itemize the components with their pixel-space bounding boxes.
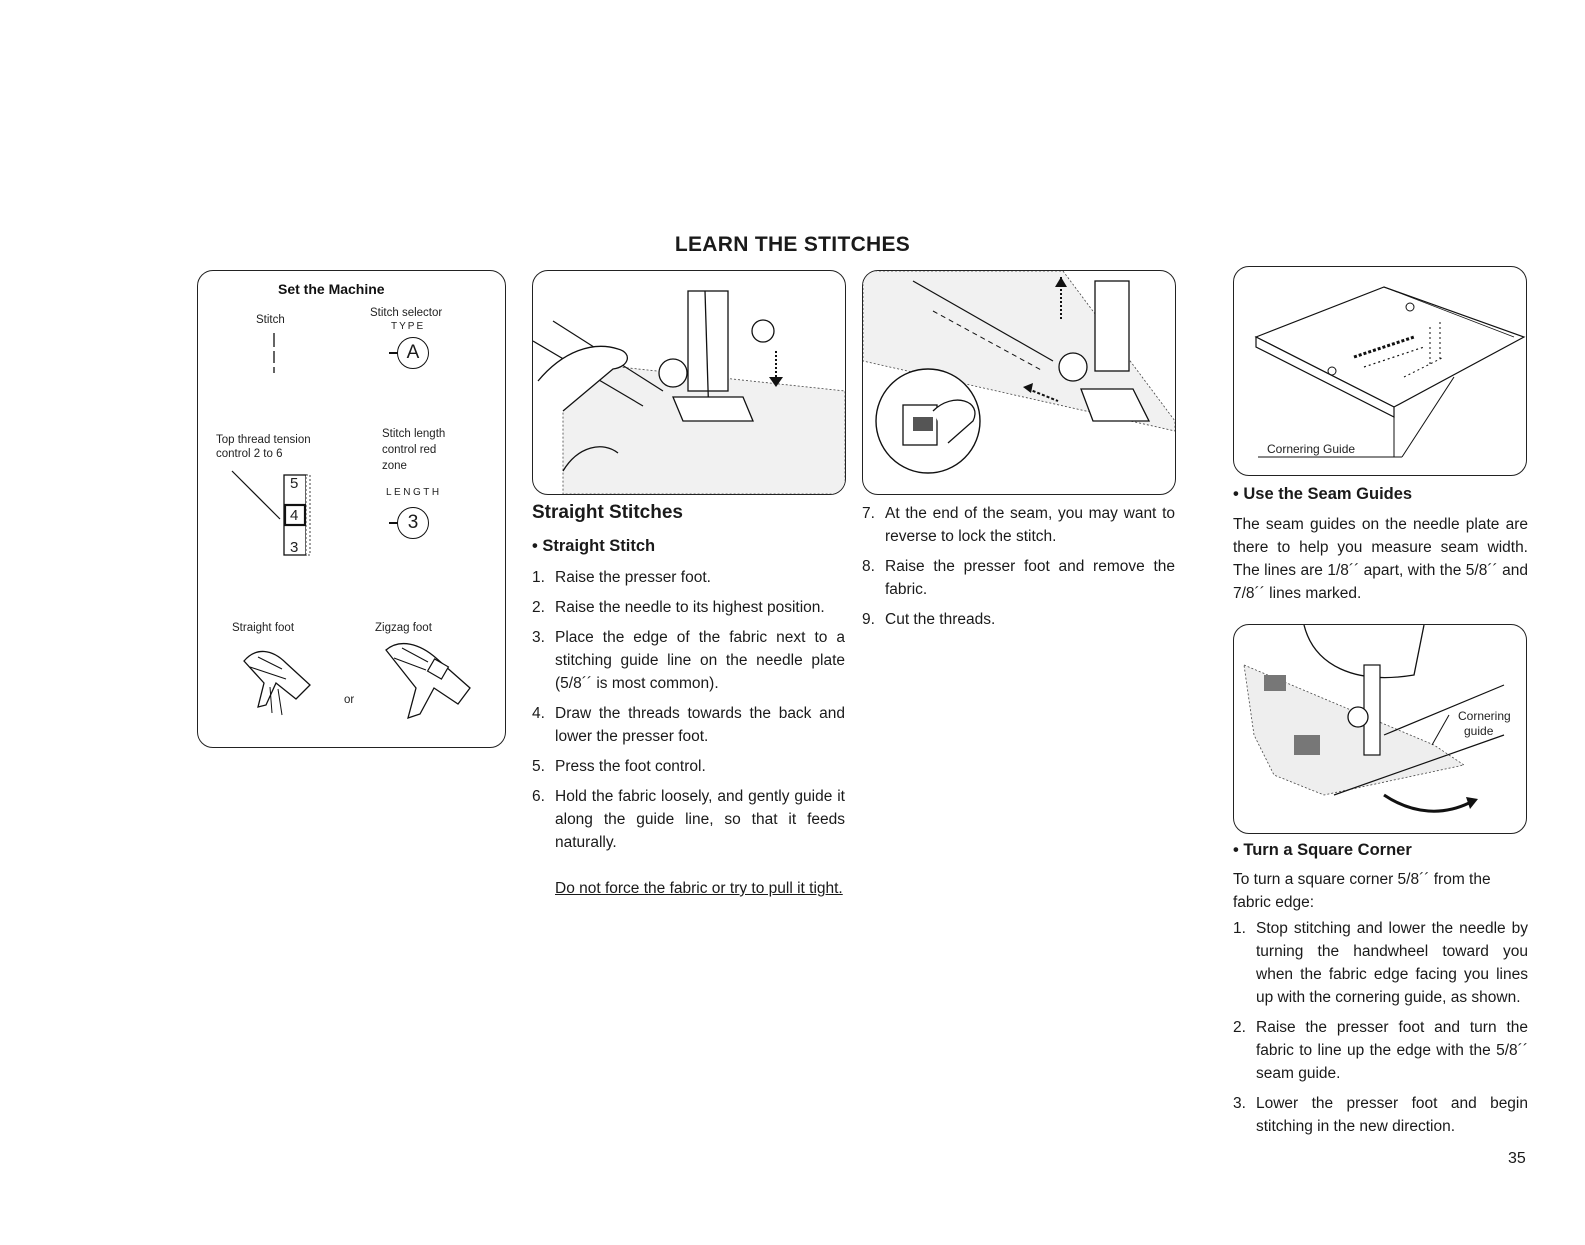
square-corner-intro: To turn a square corner 5/8´´ from the f… bbox=[1233, 871, 1491, 911]
seam-guides-heading: • Use the Seam Guides bbox=[1233, 485, 1413, 503]
straight-stitch-icon bbox=[273, 333, 275, 373]
step-number: 4. bbox=[532, 705, 545, 722]
straight-foot-icon bbox=[243, 650, 311, 716]
length-label-2: control red bbox=[382, 444, 437, 456]
continued-steps: 7. At the end of the seam, you may want t… bbox=[862, 502, 1175, 638]
list-item: 6. Hold the fabric loosely, and gently gu… bbox=[532, 785, 845, 854]
set-machine-title: Set the Machine bbox=[278, 281, 385, 297]
length-label-3: zone bbox=[382, 460, 407, 472]
cornering-figure: Cornering guide bbox=[1233, 624, 1527, 834]
zigzag-foot-icon bbox=[385, 642, 471, 719]
step-text: Raise the presser foot. bbox=[555, 569, 711, 586]
type-label: TYPE bbox=[391, 321, 426, 332]
tension-label-2: control 2 to 6 bbox=[216, 448, 283, 460]
step-number: 1. bbox=[532, 569, 545, 586]
list-item: 3. Place the edge of the fabric next to a… bbox=[532, 626, 845, 695]
tension-num-3: 3 bbox=[290, 539, 299, 556]
tension-label-1: Top thread tension bbox=[216, 434, 311, 446]
list-item: 9. Cut the threads. bbox=[862, 608, 1175, 631]
length-title: LENGTH bbox=[386, 487, 442, 498]
reverse-lever-illustration bbox=[863, 271, 1175, 474]
step-text: Press the foot control. bbox=[555, 758, 706, 775]
stitch-selector-label: Stitch selector bbox=[370, 307, 443, 319]
list-item: 1. Raise the presser foot. bbox=[532, 566, 845, 589]
step-text: Lower the presser foot and begin stitchi… bbox=[1256, 1095, 1528, 1135]
straight-stitch-figure bbox=[532, 270, 846, 495]
straight-stitches-heading: Straight Stitches bbox=[532, 502, 683, 523]
tension-num-4: 4 bbox=[290, 507, 299, 524]
list-item: 3. Lower the presser foot and begin stitc… bbox=[1233, 1092, 1528, 1138]
step-text: Place the edge of the fabric next to a s… bbox=[555, 629, 845, 692]
tension-num-5: 5 bbox=[290, 475, 299, 492]
step-number: 3. bbox=[532, 629, 545, 646]
page-number: 35 bbox=[1508, 1150, 1526, 1167]
straight-stitch-subheading: • Straight Stitch bbox=[532, 537, 656, 555]
step-text: Cut the threads. bbox=[885, 611, 996, 628]
step-number: 2. bbox=[532, 599, 545, 616]
step-text: Stop stitching and lower the needle by t… bbox=[1256, 920, 1528, 1006]
step-text: Raise the needle to its highest position… bbox=[555, 599, 825, 616]
square-corner-steps: 1. Stop stitching and lower the needle by… bbox=[1233, 917, 1528, 1145]
step-number: 1. bbox=[1233, 920, 1246, 937]
step-number: 9. bbox=[862, 611, 875, 628]
or-label: or bbox=[344, 694, 355, 706]
list-item: 2. Raise the presser foot and turn the fa… bbox=[1233, 1016, 1528, 1085]
step-text: Raise the presser foot and remove the fa… bbox=[885, 558, 1175, 598]
zigzag-foot-label: Zigzag foot bbox=[375, 622, 432, 634]
list-item: 8. Raise the presser foot and remove the … bbox=[862, 555, 1175, 601]
step-number: 3. bbox=[1233, 1095, 1246, 1112]
step-number: 6. bbox=[532, 788, 545, 805]
step-number: 8. bbox=[862, 558, 875, 575]
length-dial: 3 bbox=[389, 507, 429, 539]
set-machine-panel: Set the Machine Stitch Stitch selector T… bbox=[197, 270, 506, 748]
straight-foot-label: Straight foot bbox=[232, 622, 295, 634]
cornering-guide-label-2: guide bbox=[1464, 724, 1494, 738]
list-item: 7. At the end of the seam, you may want t… bbox=[862, 502, 1175, 548]
tension-dial-icon bbox=[231, 470, 311, 556]
list-item: 5. Press the foot control. bbox=[532, 755, 845, 778]
cornering-guide-label-1: Cornering bbox=[1458, 709, 1511, 723]
length-label-1: Stitch length bbox=[382, 428, 446, 440]
step-text: Draw the threads towards the back and lo… bbox=[555, 705, 845, 745]
presser-foot-illustration bbox=[533, 290, 845, 494]
seam-guides-text: The seam guides on the needle plate are … bbox=[1233, 516, 1528, 602]
square-corner-heading: • Turn a Square Corner bbox=[1233, 841, 1412, 859]
stitch-label: Stitch bbox=[256, 314, 285, 326]
list-item: 1. Stop stitching and lower the needle by… bbox=[1233, 917, 1528, 1009]
list-item: 2. Raise the needle to its highest positi… bbox=[532, 596, 845, 619]
step-text: Raise the presser foot and turn the fabr… bbox=[1256, 1019, 1528, 1082]
step-number: 2. bbox=[1233, 1019, 1246, 1036]
page-title: LEARN THE STITCHES bbox=[674, 233, 911, 256]
reverse-stitch-figure bbox=[862, 270, 1176, 495]
step-number: 7. bbox=[862, 505, 875, 522]
straight-stitch-steps: 1. Raise the presser foot. 2. Raise the ne… bbox=[532, 566, 845, 854]
step-number: 5. bbox=[532, 758, 545, 775]
seam-guide-figure: Cornering Guide bbox=[1233, 266, 1527, 476]
step-text: At the end of the seam, you may want to … bbox=[885, 505, 1175, 545]
square-corner-illustration bbox=[1243, 625, 1505, 813]
needle-plate-illustration bbox=[1254, 286, 1526, 458]
cornering-guide-label: Cornering Guide bbox=[1267, 442, 1356, 456]
step-text: Hold the fabric loosely, and gently guid… bbox=[555, 788, 845, 851]
type-dial: A bbox=[389, 337, 429, 369]
list-item: 4. Draw the threads towards the back and … bbox=[532, 702, 845, 748]
warning-text: Do not force the fabric or try to pull i… bbox=[555, 880, 843, 897]
